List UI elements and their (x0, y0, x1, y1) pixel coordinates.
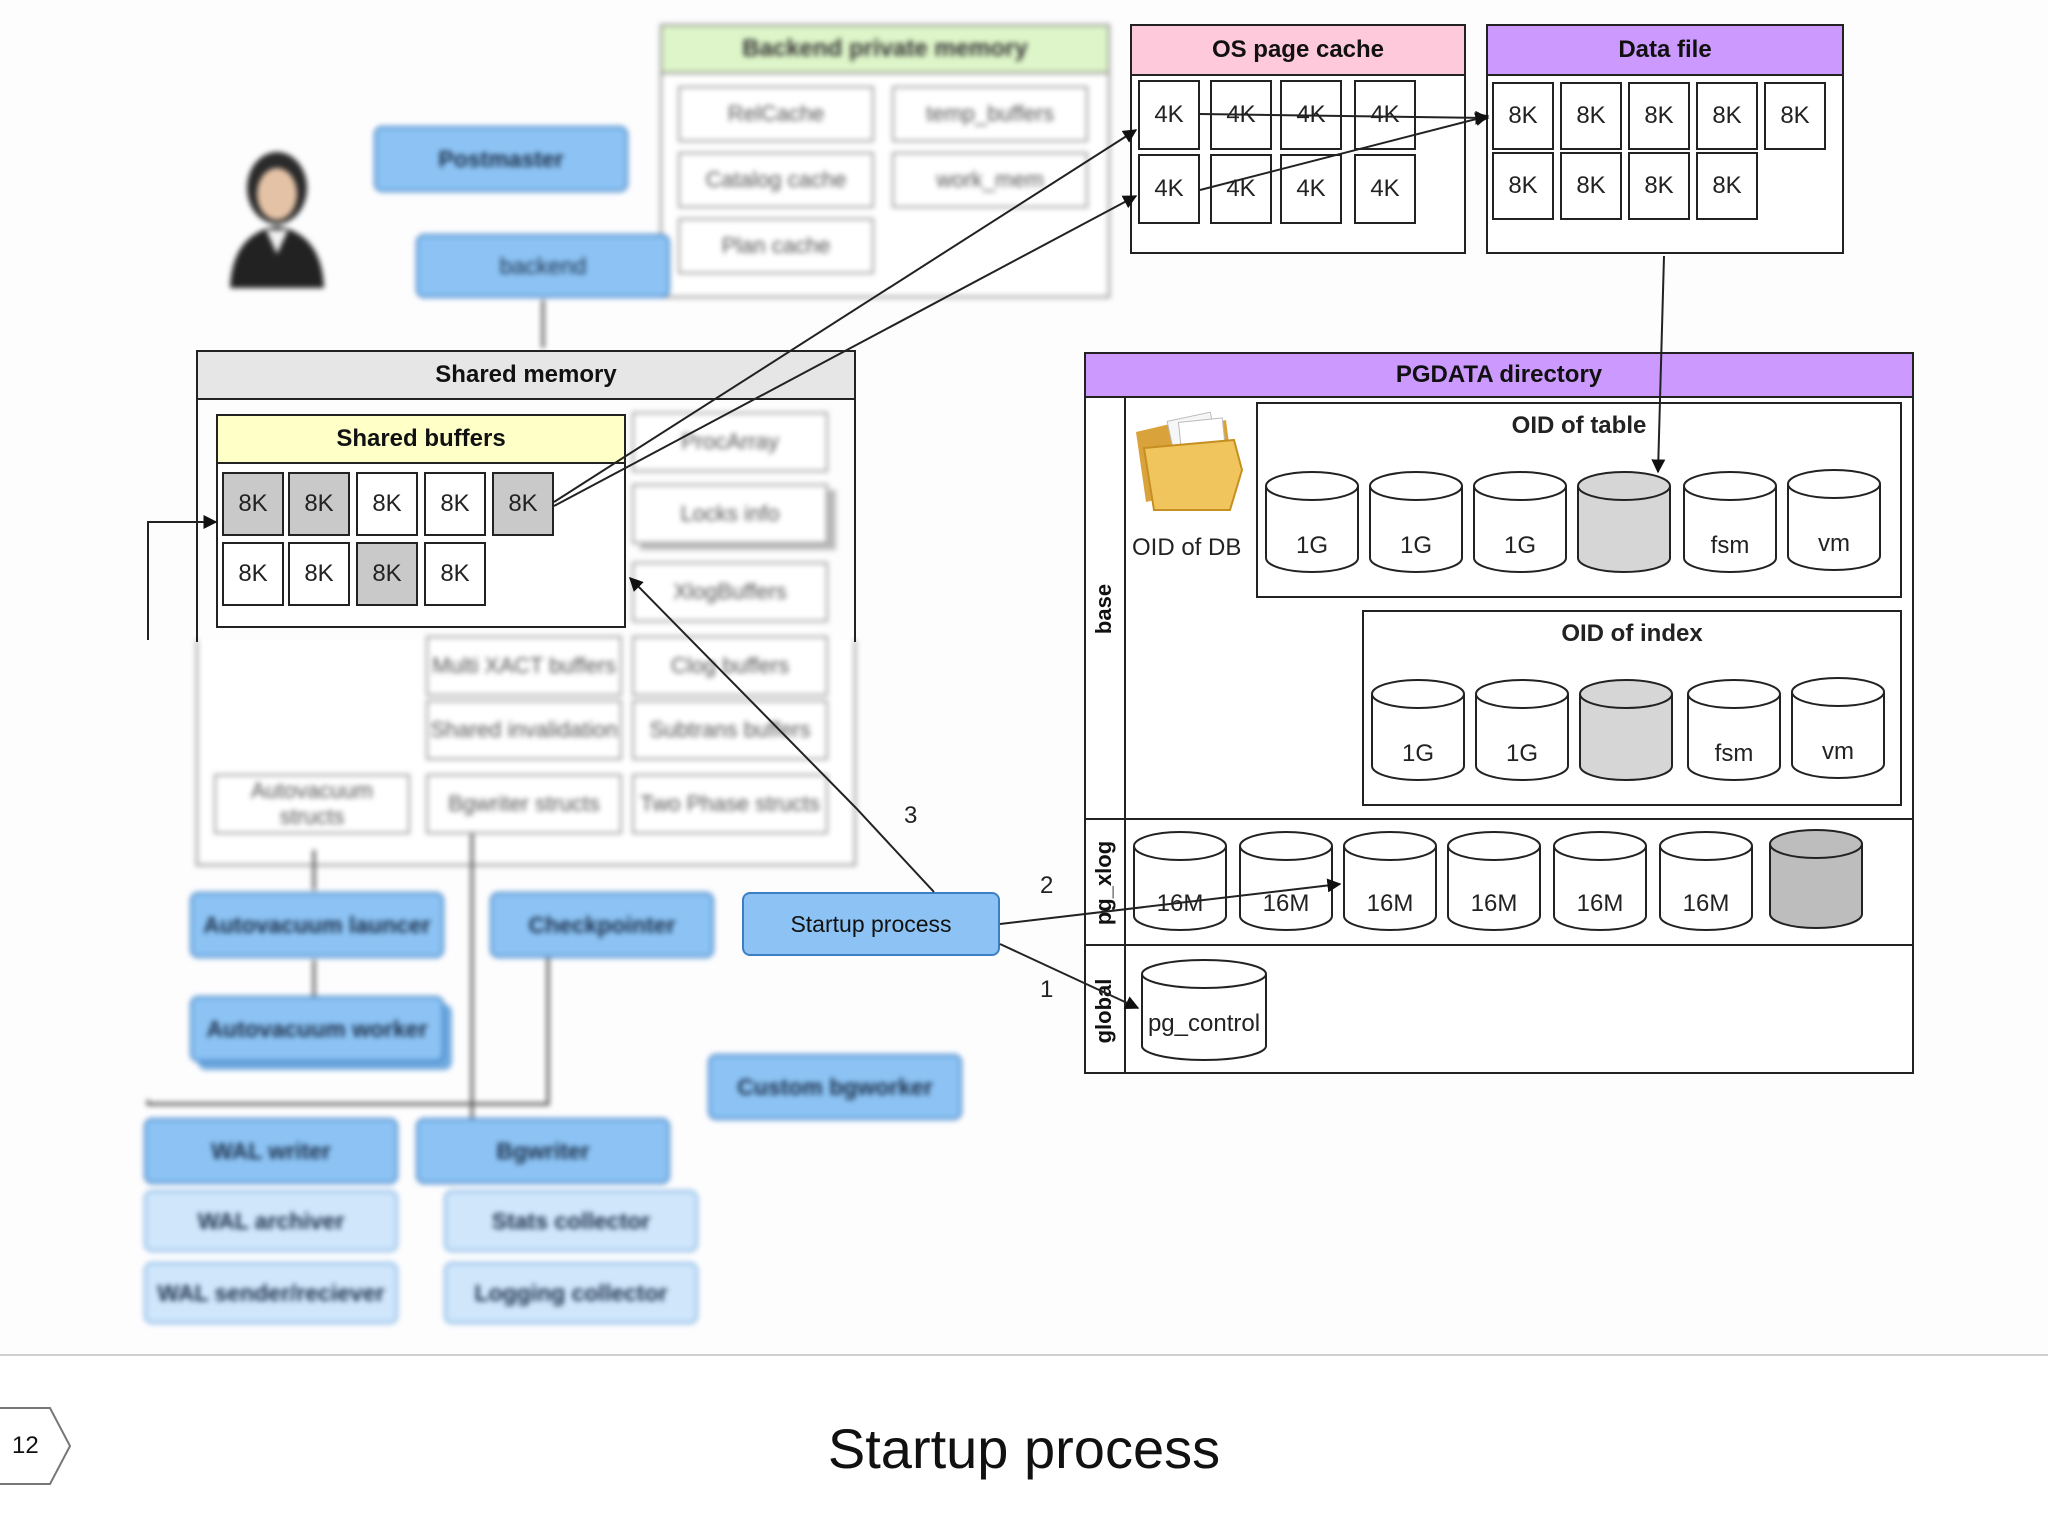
data-file-page: 8K (1764, 82, 1826, 150)
os-cache-page: 4K (1210, 80, 1272, 150)
shared-buffers-header: Shared buffers (218, 416, 624, 464)
shared-buffer-page: 8K (356, 472, 418, 536)
os-cache-page: 4K (1138, 80, 1200, 150)
shared-invalidation-box: Shared invalidation (426, 700, 622, 760)
wal-archiver-process: WAL archiver (144, 1190, 398, 1252)
pg-control-file: pg_control (1140, 958, 1268, 1062)
table-segment-file: 1G (1368, 470, 1464, 574)
checkpointer-process: Checkpointer (490, 892, 714, 958)
bgwriter-process: Bgwriter (416, 1118, 670, 1184)
data-file-page: 8K (1696, 152, 1758, 220)
table-vm-file: vm (1786, 468, 1882, 572)
pgdata-xlog-divider (1086, 944, 1912, 946)
os-cache-page: 4K (1280, 80, 1342, 150)
shared-buffer-page: 8K (222, 472, 284, 536)
folder-icon (1130, 406, 1250, 516)
index-segment-file: 1G (1474, 678, 1570, 782)
arrow-label-2: 2 (1040, 872, 1054, 899)
wal-segment-file: 16M (1342, 830, 1438, 932)
data-file-page: 8K (1628, 152, 1690, 220)
pgdata-base-divider (1086, 818, 1912, 820)
shared-buffer-page: 8K (424, 472, 486, 536)
data-file-page: 8K (1560, 82, 1622, 150)
background-connectors (146, 300, 550, 1118)
shared-buffer-page: 8K (222, 542, 284, 606)
wal-segment-file-current (1768, 828, 1864, 930)
arrow-label-3: 3 (904, 802, 918, 829)
page-number: 12 (12, 1432, 39, 1459)
multixact-box: Multi XACT buffers (426, 636, 622, 696)
os-cache-page: 4K (1138, 154, 1200, 224)
pg-xlog-label: pg_xlog (1091, 840, 1116, 926)
table-segment-file: 1G (1264, 470, 1360, 574)
custom-bgworker-process: Custom bgworker (708, 1054, 962, 1120)
oid-of-db-label: OID of DB (1132, 534, 1242, 561)
autovacuum-structs-box: Autovacuum structs (214, 774, 410, 834)
wal-writer-process: WAL writer (144, 1118, 398, 1184)
page-number-badge: 12 (0, 1406, 72, 1486)
shared-buffer-page: 8K (424, 542, 486, 606)
data-file-header: Data file (1488, 26, 1842, 76)
slide-title: Startup process (827, 1417, 1221, 1480)
autovacuum-worker-process: Autovacuum worker (190, 996, 444, 1062)
shared-buffer-page: 8K (356, 542, 418, 606)
os-cache-page: 4K (1210, 154, 1272, 224)
shared-memory-header: Shared memory (198, 352, 854, 400)
wal-segment-file: 16M (1132, 830, 1228, 932)
data-file-page: 8K (1696, 82, 1758, 150)
logging-collector-process: Logging collector (444, 1262, 698, 1324)
pgdata-label-column-divider (1124, 396, 1126, 1072)
table-segment-file: 1G (1472, 470, 1568, 574)
pgdata-header: PGDATA directory (1086, 354, 1912, 398)
data-file-page: 8K (1492, 82, 1554, 150)
autovacuum-launcher-process: Autovacuum launcer (190, 892, 444, 958)
data-file-page: 8K (1628, 82, 1690, 150)
index-vm-file: vm (1790, 676, 1886, 780)
index-segment-file: 1G (1370, 678, 1466, 782)
table-segment-file-highlighted (1576, 470, 1672, 574)
stats-collector-process: Stats collector (444, 1190, 698, 1252)
wal-segment-file: 16M (1238, 830, 1334, 932)
user-avatar (222, 142, 332, 288)
os-cache-page: 4K (1354, 80, 1416, 150)
data-file-page: 8K (1492, 152, 1554, 220)
shared-buffer-page: 8K (288, 542, 350, 606)
backend-private-header: Backend private memory (662, 26, 1108, 74)
shared-buffer-page: 8K (288, 472, 350, 536)
index-fsm-file: fsm (1686, 678, 1782, 782)
wal-segment-file: 16M (1658, 830, 1754, 932)
bgwriter-structs-box: Bgwriter structs (426, 774, 622, 834)
index-segment-file-highlighted (1578, 678, 1674, 782)
os-cache-page: 4K (1354, 154, 1416, 224)
base-label: base (1091, 583, 1116, 635)
arrow-label-1: 1 (1040, 976, 1054, 1003)
wal-sender-process: WAL sender/reciever (144, 1262, 398, 1324)
os-cache-page: 4K (1280, 154, 1342, 224)
data-file-page: 8K (1560, 152, 1622, 220)
shared-buffer-page: 8K (492, 472, 554, 536)
wal-segment-file: 16M (1552, 830, 1648, 932)
oid-of-index-header: OID of index (1561, 620, 1703, 647)
table-fsm-file: fsm (1682, 470, 1778, 574)
global-label: global (1091, 978, 1116, 1044)
slide-footer (0, 1354, 2048, 1538)
wal-segment-file: 16M (1446, 830, 1542, 932)
os-page-cache-header: OS page cache (1132, 26, 1464, 76)
oid-of-table-header: OID of table (1511, 412, 1647, 439)
startup-process: Startup process (742, 892, 1000, 956)
